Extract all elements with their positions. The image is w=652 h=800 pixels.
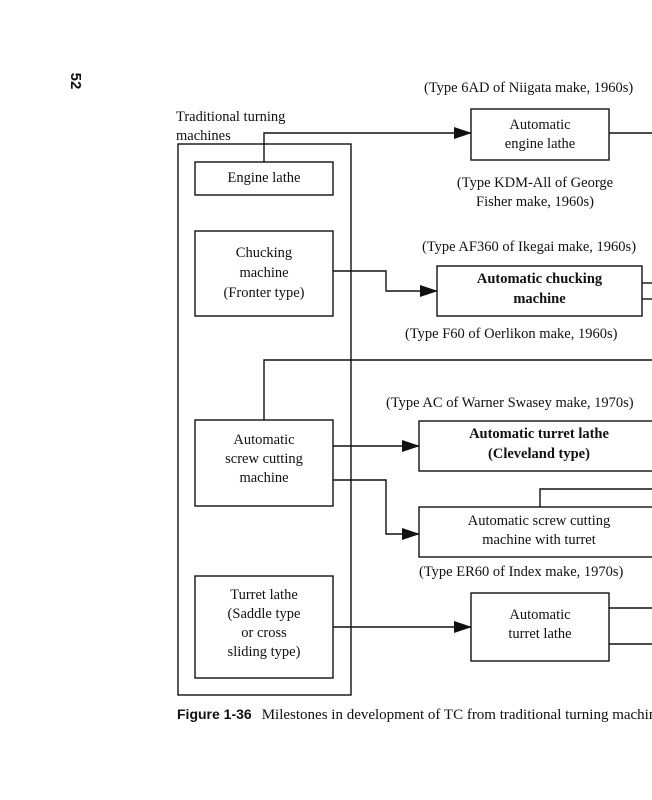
line-screw-turret-out [539,488,652,507]
traditional-label-line1: Traditional turning [176,109,286,125]
note-george-fisher-line1: (Type KDM-All of George [456,175,614,191]
turret-label-line4: sliding type) [227,644,301,660]
traditional-label-line2: machines [176,128,231,144]
figure-caption: Figure 1-36 Milestones in development of … [177,706,652,724]
note-warner: (Type AC of Warner Swasey make, 1970s) [386,395,634,411]
note-index: (Type ER60 of Index make, 1970s) [419,564,624,580]
auto-engine-line1: Automatic [509,117,571,133]
auto-screw-turret-line2: machine with turret [482,532,596,548]
caption-label: Figure 1-36 [177,706,252,722]
auto-turret-line1: Automatic [509,607,571,623]
auto-engine-line2: engine lathe [504,136,576,152]
note-oerlikon: (Type F60 of Oerlikon make, 1960s) [405,326,618,342]
arrow-screw-turret [333,479,420,540]
chucking-label-line1: Chucking [235,245,293,261]
turret-label-line1: Turret lathe [230,587,298,603]
auto-turret-cleveland-line1: Automatic turret lathe [469,426,609,442]
chucking-box [194,230,334,317]
chucking-label-line3: (Fronter type) [223,285,305,301]
auto-chucking-line2: machine [513,291,566,307]
screw-label-line1: Automatic [233,432,295,448]
note-niigata: (Type 6AD of Niigata make, 1960s) [424,80,634,96]
engine-lathe-label: Engine lathe [227,170,301,186]
auto-chucking-line1: Automatic chucking [476,271,603,287]
auto-turret-cleveland-line2: (Cleveland type) [488,446,590,462]
auto-screw-turret-line1: Automatic screw cutting [467,513,611,529]
note-ikegai: (Type AF360 of Ikegai make, 1960s) [422,239,637,255]
arrow-chucking [333,270,438,297]
screw-label-line2: screw cutting [225,451,303,467]
screw-label-line3: machine [239,470,289,486]
line-screw-up [263,359,652,420]
chucking-label-line2: machine [239,265,289,281]
caption-text: Milestones in development of TC from tra… [261,707,652,723]
turret-label-line3: or cross [241,625,287,641]
auto-turret-line2: turret lathe [508,626,572,642]
note-george-fisher-line2: Fisher make, 1960s) [476,194,594,210]
turret-label-line2: (Saddle type [227,606,301,622]
arrow-engine [263,127,472,162]
